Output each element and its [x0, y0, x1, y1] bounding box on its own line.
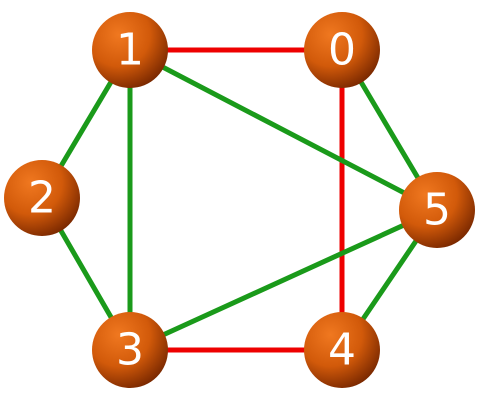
- node-circle-4: [304, 312, 380, 388]
- nodes-layer: 0 1 2 3 4 5: [4, 12, 475, 388]
- node-circle-5: [399, 172, 475, 248]
- node-circle-2: [4, 160, 80, 236]
- node-label-3: 3: [116, 325, 144, 376]
- node-3: 3: [92, 312, 168, 388]
- node-circle-0: [304, 12, 380, 88]
- node-label-4: 4: [328, 325, 356, 376]
- edge-3-5: [127, 207, 440, 353]
- node-1: 1: [92, 12, 168, 88]
- node-0: 0: [304, 12, 380, 88]
- node-circle-1: [92, 12, 168, 88]
- edges-layer: [39, 47, 440, 353]
- node-label-0: 0: [328, 25, 356, 76]
- node-circle-3: [92, 312, 168, 388]
- node-5: 5: [399, 172, 475, 248]
- node-2: 2: [4, 160, 80, 236]
- node-label-5: 5: [423, 185, 451, 236]
- node-label-1: 1: [116, 25, 144, 76]
- node-4: 4: [304, 312, 380, 388]
- edge-1-5: [127, 47, 440, 213]
- node-label-2: 2: [28, 173, 56, 224]
